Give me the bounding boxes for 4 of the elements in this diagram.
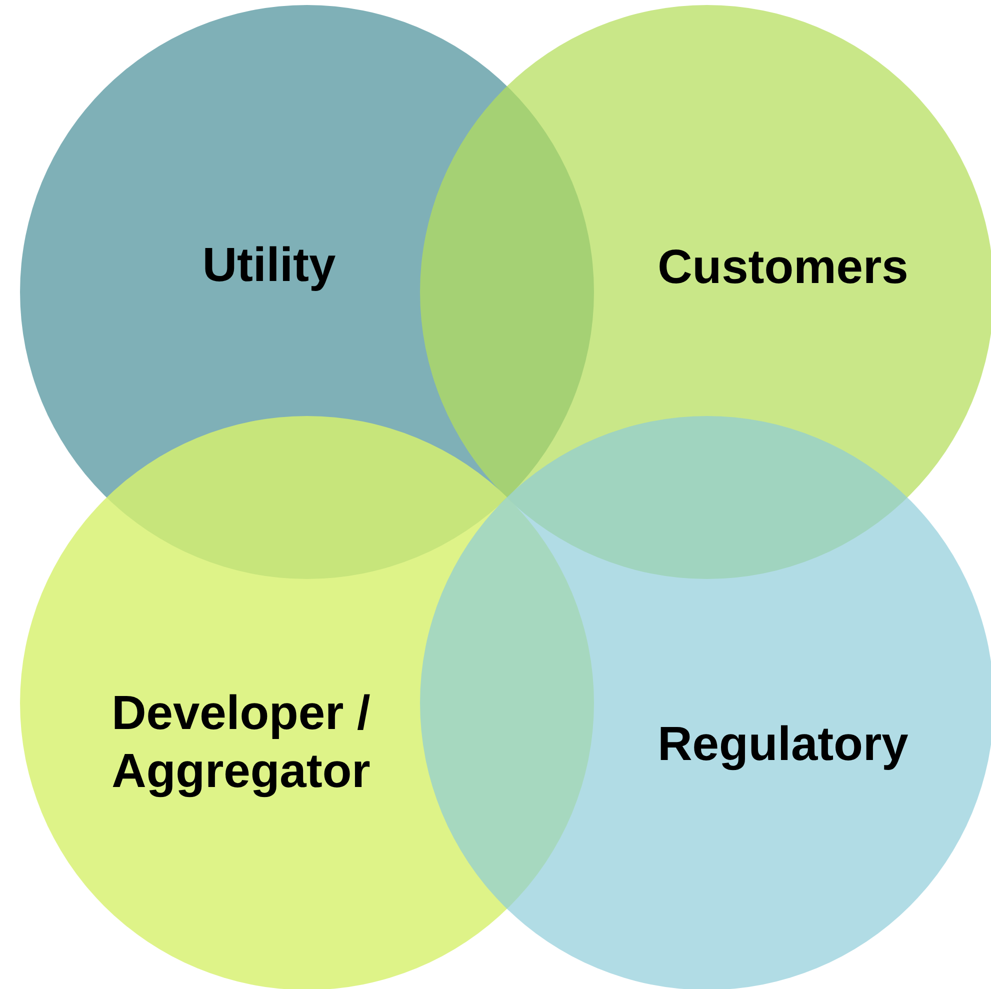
set-label: Regulatory xyxy=(656,717,910,773)
set-label: Utility xyxy=(201,238,337,294)
set-label: Customers xyxy=(656,240,910,296)
set-label: Developer / Aggregator xyxy=(110,686,372,800)
